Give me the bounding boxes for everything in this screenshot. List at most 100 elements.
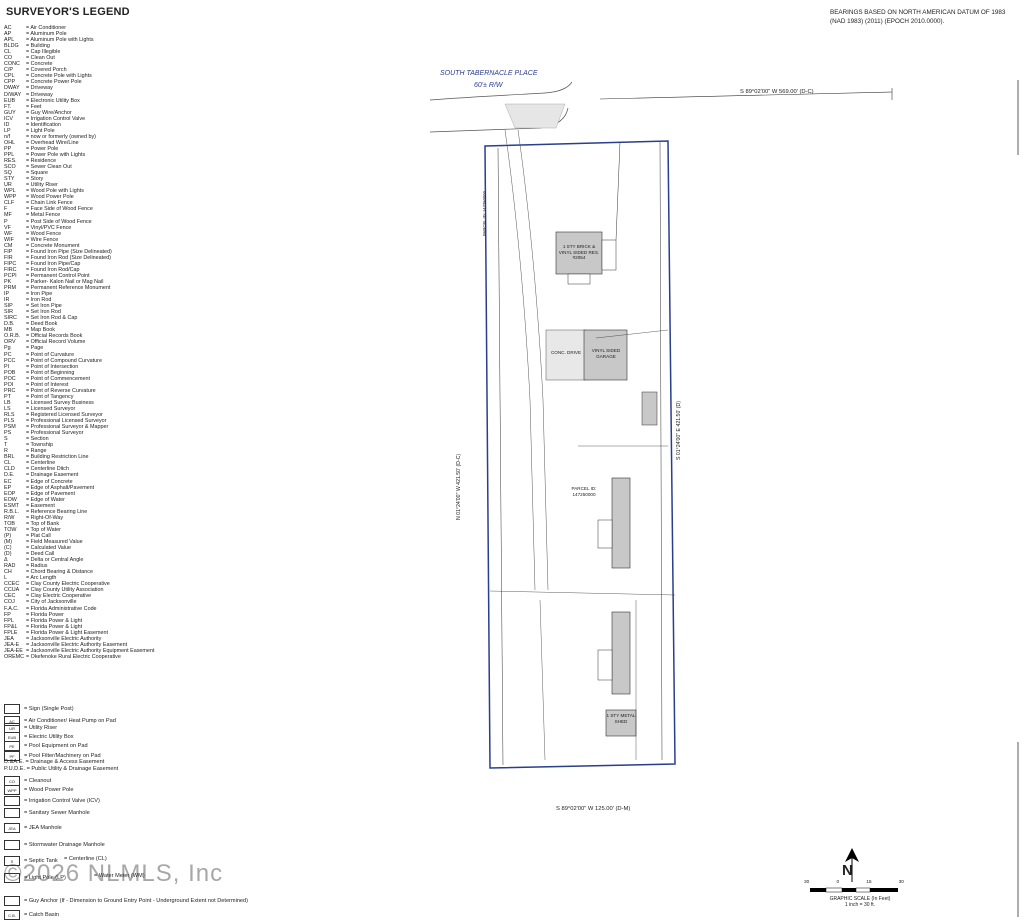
legend-desc: = Vinyl/PVC Fence (26, 224, 72, 231)
legend-abbr: CL (4, 460, 11, 467)
legend-row: POI= Point of Interest (4, 382, 204, 388)
ac-pad-icon: AC (4, 716, 20, 726)
legend-symbol-desc: D.&A.E. = Drainage & Access Easement (4, 759, 105, 765)
scale-ticks: 30 0 15 30 (804, 880, 904, 885)
legend-row: PP= Power Pole (4, 146, 204, 152)
legend-desc: = Section (26, 436, 49, 443)
legend-abbr: COJ (4, 599, 15, 606)
legend-desc: = Top of Bank (26, 520, 60, 527)
graphic-scale-bar (810, 887, 898, 893)
legend-abbr: UR (4, 182, 12, 189)
legend-desc: = Official Record Volume (26, 339, 86, 346)
main-house-label: 1 STY BRICK & VINYL SIDED RES. #2054 (558, 244, 600, 261)
legend-row: PC= Point of Curvature (4, 352, 204, 358)
legend-row: EOW= Edge of Water (4, 497, 204, 503)
mobile-home (611, 477, 631, 569)
legend-row: PLS= Professional Licensed Surveyor (4, 418, 204, 424)
legend-desc: = Identification (26, 121, 61, 128)
legend-abbr: CPP (4, 79, 16, 86)
legend-row: FP&L= Florida Power & Light (4, 624, 204, 630)
legend-abbr: PCC (4, 357, 16, 364)
legend-abbr: OHL (4, 139, 16, 146)
legend-abbr: EOP (4, 490, 16, 497)
legend-abbr: FIP (4, 248, 13, 255)
legend-desc: = Professional Surveyor & Mapper (26, 424, 109, 431)
metal-shed-label: 1 STY METAL SHED (606, 713, 636, 724)
legend-desc: = Official Records Book (26, 333, 83, 340)
legend-abbr: PLS (4, 418, 15, 425)
legend-symbol-desc: P.U.D.E. = Public Utility & Drainage Eas… (4, 766, 119, 772)
legend-row: PRC = Point of Reverse Curvature (4, 388, 204, 394)
legend-row: D.E.= Drainage Easement (4, 472, 204, 478)
legend-abbr: DWAY (4, 85, 20, 92)
road-curve (429, 81, 573, 101)
legend-abbr: SCO (4, 164, 16, 171)
legend-row: CO= Clean Out (4, 55, 204, 61)
legend-abbr: ORV (4, 339, 16, 346)
legend-desc: = Edge of Pavement (26, 490, 75, 497)
legend-abbr: AP (4, 31, 12, 38)
legend-desc: = Iron Rod (26, 297, 52, 304)
wood-power-pole-icon: WPP (4, 785, 20, 795)
legend-abbr: EOW (4, 496, 17, 503)
legend-abbr: PCPI (4, 272, 17, 279)
legend-row: MF= Metal Fence (4, 212, 204, 218)
legend-abbr: ICV (4, 115, 13, 122)
legend-row: ID= Identification (4, 122, 204, 128)
legend-desc: = Delta or Central Angle (26, 557, 84, 564)
legend-desc: = Point of Reverse Curvature (26, 387, 96, 394)
legend-abbr: BLDG (4, 43, 19, 50)
legend-desc: = Driveway (26, 91, 53, 98)
legend-row: FPL= Florida Power & Light (4, 618, 204, 624)
legend-abbr: FIPC (4, 260, 17, 267)
legend-symbol-desc: = JEA Manhole (24, 825, 62, 831)
legend-abbr: D.B. (4, 321, 15, 328)
legend-abbr: CO (4, 55, 13, 62)
legend-symbol-desc: = Septic Tank (24, 858, 58, 864)
legend-row: (C)= Calculated Value (4, 545, 204, 551)
legend-desc: = Registered Licensed Surveyor (26, 412, 103, 418)
legend-desc: = Found Iron Rod (Size Delineated) (26, 254, 111, 261)
scale-tick: 0 (836, 880, 840, 885)
legend-row: ICV= Irrigation Control Valve (4, 116, 204, 122)
legend-row: CCUA= Clay County Utility Association (4, 587, 204, 593)
legend-symbol-desc: = Catch Basin (24, 912, 59, 918)
legend-row: CL= Cap Illegible (4, 49, 204, 55)
legend-row: MB= Map Book (4, 327, 204, 333)
legend-row: PSM= Professional Surveyor & Mapper (4, 424, 204, 430)
legend-row: R= Range (4, 448, 204, 454)
legend-row: COJ= City of Jacksonville (4, 599, 204, 605)
legend-abbr: WPL (4, 188, 16, 195)
legend-row: WF= Wood Fence (4, 231, 204, 237)
legend-desc: = Okefenoke Rural Electric Cooperative (26, 653, 121, 660)
legend-desc: = Guy Wire/Anchor (26, 109, 72, 116)
legend-row: FIRC= Found Iron Rod/Cap (4, 267, 204, 273)
property-boundary (484, 140, 676, 769)
right-of-way-width: 60'± R/W (474, 82, 503, 89)
legend-abbr: CLF (4, 200, 15, 207)
small-shed (641, 391, 658, 426)
guy-anchor-icon (4, 896, 20, 906)
legend-abbr: R/W (4, 514, 15, 521)
top-extension-line (599, 91, 893, 100)
legend-abbr: T (4, 442, 8, 449)
legend-desc: = Wire Fence (26, 236, 59, 243)
legend-desc: = Permanent Control Point (26, 272, 90, 279)
legend-desc: = Point of Intersection (26, 363, 79, 370)
west-parcel-label: PARCEL ID: 147250000 (482, 191, 487, 236)
legend-abbr: FT. (4, 103, 12, 110)
main-house (555, 231, 603, 275)
legend-desc: = Set Iron Rod & Cap (26, 315, 78, 322)
legend-abbr: PRC (4, 387, 16, 394)
driveway-path (504, 129, 536, 591)
bottom-bearing: S 89°02'00" W 125.00' (D-M) (556, 806, 631, 812)
pool-filter-icon: PF (4, 751, 20, 761)
legend-abbr: PPL (4, 151, 15, 158)
legend-row: EP= Edge of Asphalt/Pavement (4, 485, 204, 491)
legend-row: STY= Story (4, 176, 204, 182)
legend-desc: = Post Side of Wood Fence (26, 218, 92, 225)
legend-symbol-row: JEA= JEA Manhole (4, 823, 62, 833)
legend-row: OREMC= Okefenoke Rural Electric Cooperat… (4, 654, 204, 660)
concrete-drive-label: CONC. DRIVE (550, 350, 582, 355)
legend-desc: = Iron Pipe (26, 291, 53, 298)
